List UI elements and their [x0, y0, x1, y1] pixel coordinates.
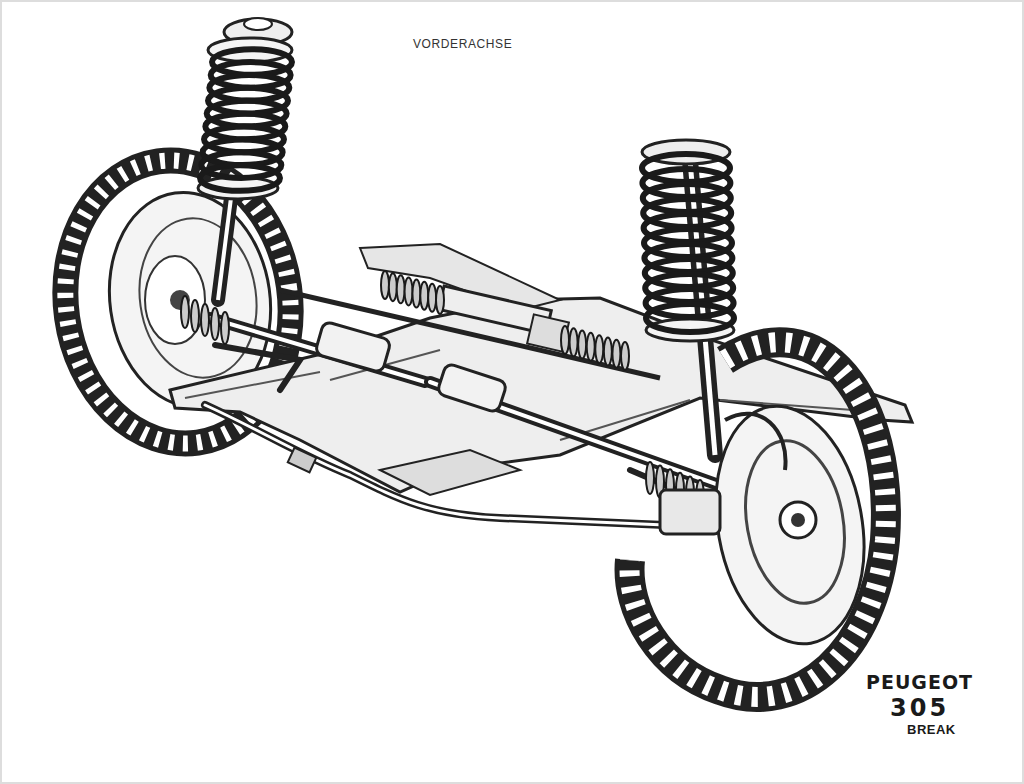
bellows-fold — [405, 277, 413, 305]
right-coil-spring — [642, 154, 734, 332]
bellows-fold — [646, 462, 654, 494]
right-strut — [642, 140, 734, 455]
bellows-fold — [428, 284, 436, 312]
bellows-fold — [191, 300, 199, 332]
bellows-fold — [604, 337, 612, 365]
bellows-fold — [587, 333, 595, 361]
bellows-fold — [201, 304, 209, 336]
bellows-fold — [420, 282, 428, 310]
spring-coil — [200, 165, 280, 191]
bellows-fold — [211, 308, 219, 340]
bellows-fold — [621, 342, 629, 370]
heading: VORDERACHSE — [413, 37, 512, 51]
model-variant: BREAK — [907, 722, 956, 737]
bellows-fold — [578, 331, 586, 359]
bellows-fold — [595, 335, 603, 363]
bellows-fold — [221, 312, 229, 344]
bellows-fold — [612, 340, 620, 368]
anti-roll-bar — [205, 405, 665, 525]
left-strut — [198, 18, 292, 300]
bellows-fold — [181, 296, 189, 328]
bellows-fold — [570, 328, 578, 356]
bellows-fold — [412, 280, 420, 308]
model-number: 305 — [890, 694, 949, 722]
bellows-fold — [436, 286, 444, 314]
bellows-fold — [561, 326, 569, 354]
right-wheel — [630, 342, 886, 697]
brand-logo: PEUGEOT — [866, 671, 973, 693]
spring-coil — [646, 304, 734, 332]
rack-bellows — [181, 271, 704, 512]
bellows-fold — [381, 271, 389, 299]
anti-roll-bar-highlight — [205, 405, 665, 525]
left-coil-spring — [200, 49, 292, 191]
bellows-fold — [389, 273, 397, 301]
bellows-fold — [397, 275, 405, 303]
bar-bush — [288, 448, 317, 473]
steering-rack — [280, 286, 660, 378]
